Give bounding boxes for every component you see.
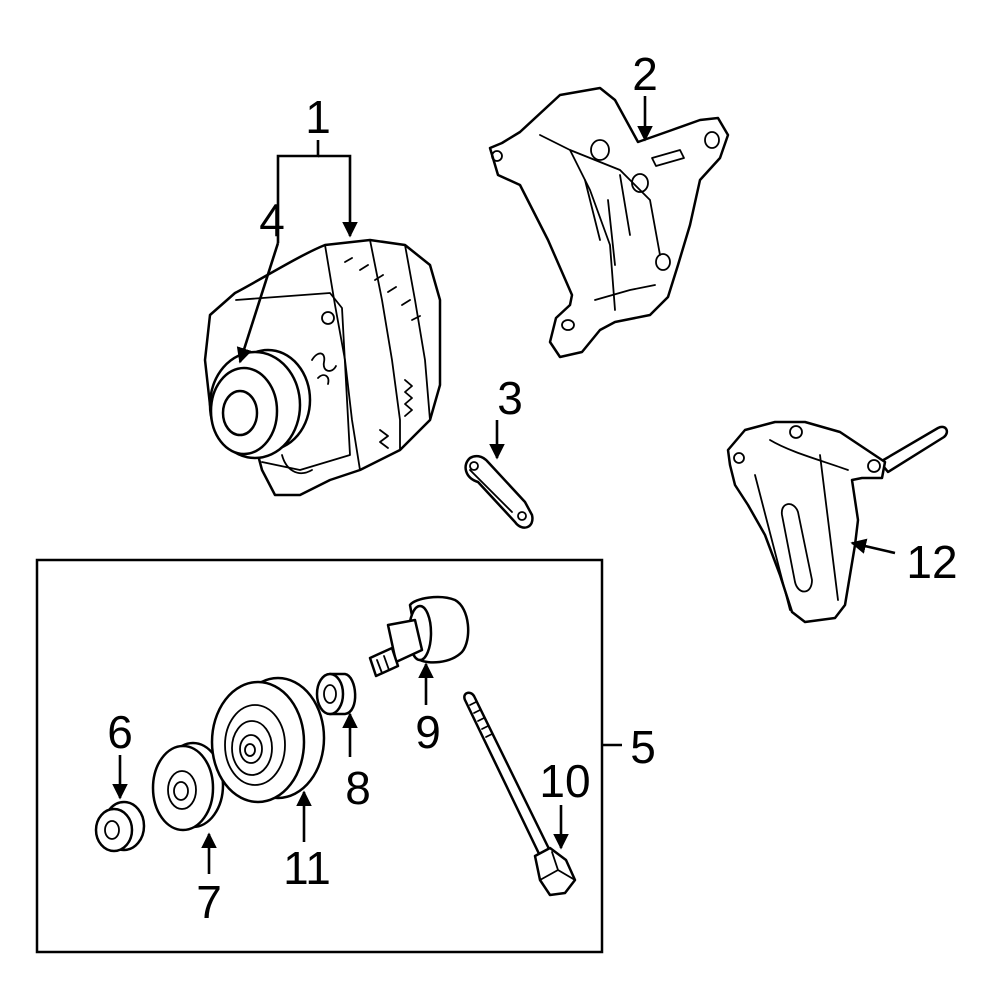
callout-8: 8	[345, 762, 371, 814]
callout-12: 12	[906, 536, 957, 588]
idler-pulley[interactable]	[210, 676, 326, 804]
callout-3: 3	[497, 372, 523, 424]
mounting-bracket[interactable]	[488, 86, 730, 359]
callout-9: 9	[415, 706, 441, 758]
callout-10: 10	[539, 755, 590, 807]
callout-6: 6	[107, 706, 133, 758]
callout-11: 11	[283, 842, 331, 894]
callout-4: 4	[259, 194, 285, 246]
adjusting-bracket[interactable]	[726, 420, 949, 624]
alternator[interactable]	[203, 238, 442, 497]
adjusting-strap[interactable]	[464, 454, 534, 529]
callout-5: 5	[630, 721, 656, 773]
callout-7: 7	[196, 876, 222, 928]
pulley-cover[interactable]	[151, 741, 225, 832]
idler-shaft[interactable]	[368, 595, 470, 678]
cap[interactable]	[94, 800, 146, 853]
callout-2: 2	[632, 48, 658, 100]
leader-lines	[112, 96, 896, 874]
callout-1: 1	[305, 91, 331, 143]
bolt[interactable]	[463, 691, 577, 897]
assembly-frame	[35, 558, 604, 954]
spacer[interactable]	[315, 672, 357, 716]
